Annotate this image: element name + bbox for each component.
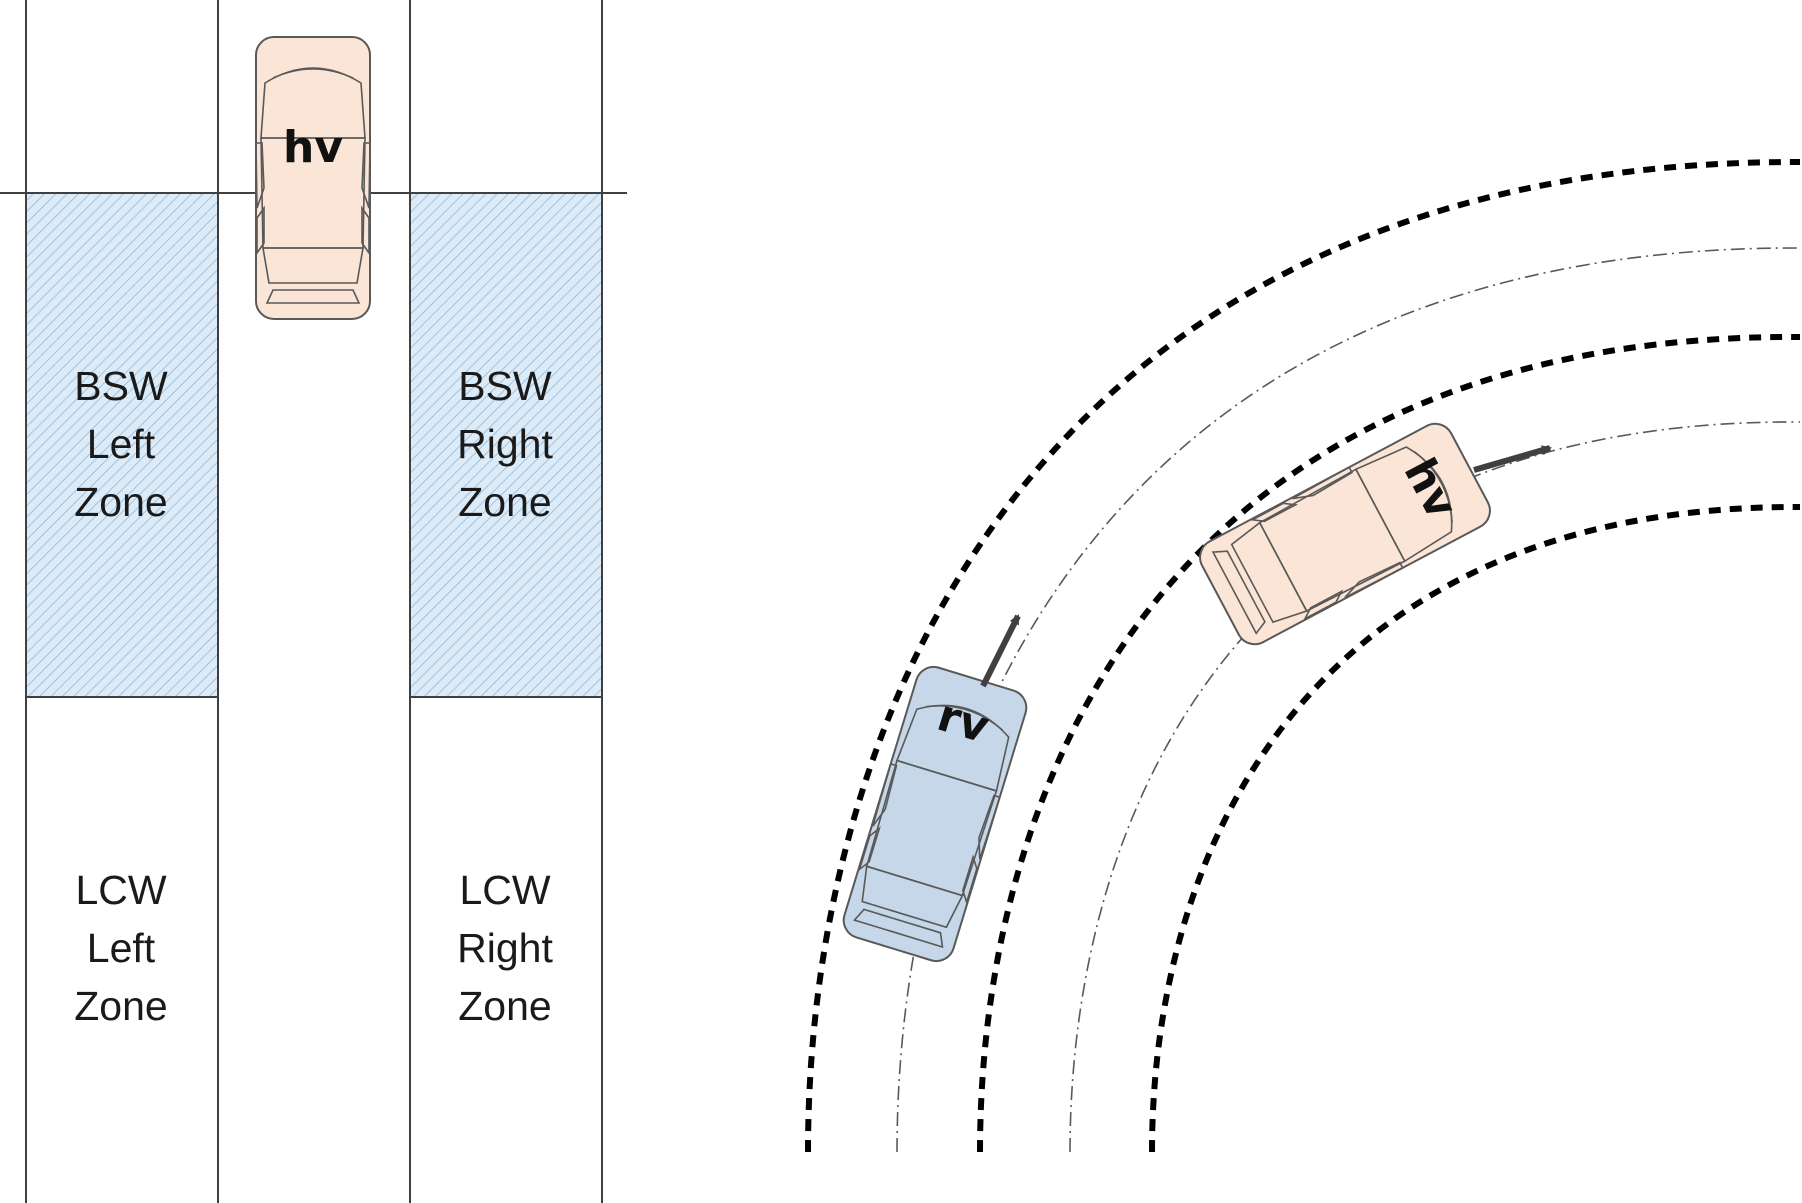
lcw-right-label: LCW Right Zone xyxy=(457,867,553,1029)
svg-text:Right: Right xyxy=(457,421,553,467)
hv-car-right: hv xyxy=(1199,422,1491,646)
hv-heading-arrow xyxy=(1473,445,1552,473)
svg-text:Left: Left xyxy=(87,421,156,467)
svg-text:Zone: Zone xyxy=(74,479,167,525)
lane-boundaries xyxy=(805,158,1801,1153)
lcw-left-label: LCW Left Zone xyxy=(74,867,167,1029)
hv-label-left: hv xyxy=(283,122,343,173)
svg-text:LCW: LCW xyxy=(459,867,550,913)
svg-text:Zone: Zone xyxy=(458,479,551,525)
svg-text:Right: Right xyxy=(457,925,553,971)
svg-text:Zone: Zone xyxy=(74,983,167,1029)
right-panel: rv hv xyxy=(805,158,1801,1153)
svg-text:BSW: BSW xyxy=(458,363,552,409)
svg-text:Left: Left xyxy=(87,925,156,971)
bsw-left-label: BSW Left Zone xyxy=(74,363,168,525)
lane-centerlines xyxy=(896,247,1801,1153)
bsw-right-label: BSW Right Zone xyxy=(457,363,553,525)
bsw-right-zone xyxy=(409,192,603,698)
hv-car-left: hv xyxy=(255,36,371,320)
bsw-left-zone xyxy=(25,192,219,698)
rv-heading-arrow xyxy=(980,614,1021,688)
rv-car: rv xyxy=(842,665,1028,963)
svg-text:LCW: LCW xyxy=(75,867,166,913)
svg-text:BSW: BSW xyxy=(74,363,168,409)
left-panel: hv BSW Left Zone BSW Right Zone LCW Left… xyxy=(0,0,627,1203)
svg-text:Zone: Zone xyxy=(458,983,551,1029)
